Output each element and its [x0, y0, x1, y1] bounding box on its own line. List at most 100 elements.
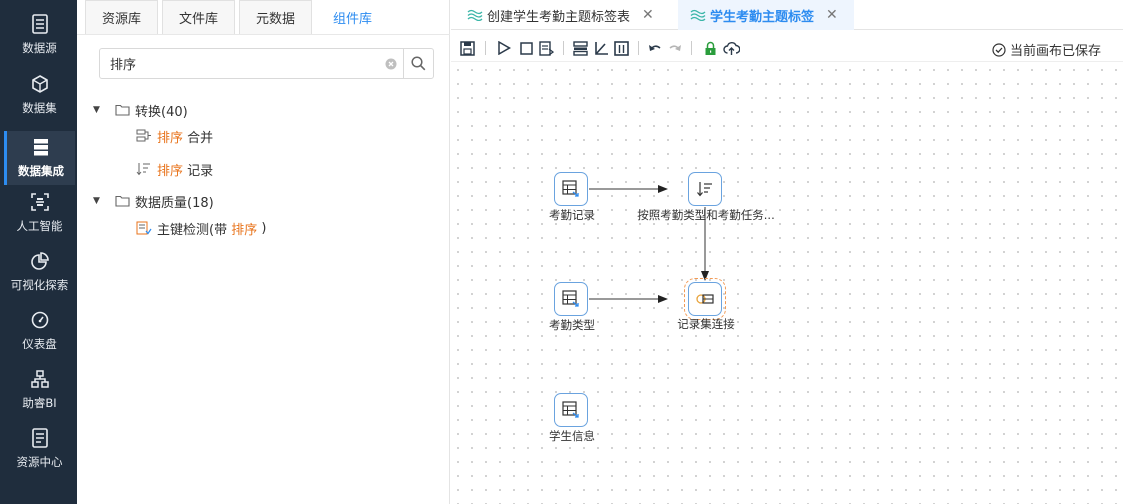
lock-button[interactable]	[701, 39, 719, 57]
nav-item-label: 助睿BI	[22, 396, 57, 410]
nav-item-label: 数据集	[22, 101, 57, 115]
pie-chart-icon	[30, 251, 50, 271]
nav-item-label: 资源中心	[16, 455, 63, 469]
save-status: 当前画布已保存	[992, 40, 1101, 59]
flow-node-label: 按照考勤类型和考勤任务...	[637, 208, 775, 222]
tree-item-label: 记录	[183, 163, 214, 179]
tab-label: 学生考勤主题标签	[710, 9, 815, 25]
search-highlight: 排序	[157, 130, 184, 146]
canvas-toolbar: 当前画布已保存	[451, 34, 1123, 62]
stop-icon	[519, 41, 533, 55]
tab-create-attendance-tag-table[interactable]: 创建学生考勤主题标签表 ✕	[455, 0, 666, 30]
nav-item-data-integration[interactable]: 数据集成	[4, 131, 75, 185]
tab-resource-library[interactable]: 资源库	[85, 0, 159, 34]
toolbar-separator	[691, 41, 692, 55]
flow-node-sort-records[interactable]	[688, 172, 722, 206]
grid-frame-icon	[613, 40, 629, 56]
dataset-cube-icon	[30, 74, 50, 94]
flow-node-student-info[interactable]	[554, 393, 588, 427]
flow-edges	[589, 185, 709, 303]
save-button[interactable]	[458, 39, 476, 57]
nav-item-data-source[interactable]: 数据源	[4, 8, 75, 63]
tab-metadata[interactable]: 元数据	[239, 0, 313, 34]
canvas-tabs: 创建学生考勤主题标签表 ✕ 学生考勤主题标签 ✕	[451, 0, 1123, 30]
flow-node-label: 学生信息	[549, 429, 595, 443]
close-icon[interactable]: ✕	[826, 7, 838, 23]
flow-node-attendance-types[interactable]	[554, 282, 588, 316]
clear-search-icon[interactable]	[379, 49, 403, 78]
cloud-upload-icon	[722, 41, 740, 55]
left-navigation: 数据源 数据集 数据集成 人工智能 可视化探索 仪表盘 助睿BI	[0, 0, 77, 504]
nav-item-dashboard[interactable]: 仪表盘	[4, 304, 75, 359]
toolbar-separator	[485, 41, 486, 55]
redo-button[interactable]	[666, 39, 684, 57]
flow-node-recordset-join[interactable]	[684, 278, 726, 320]
tab-label: 创建学生考勤主题标签表	[487, 9, 631, 25]
angle-layout-button[interactable]	[592, 39, 610, 57]
flow-canvas[interactable]: 考勤记录 按照考勤类型和考勤任务... 考勤类型 记录集连接 学生信息	[451, 63, 1123, 504]
caret-down-icon: ▼	[93, 105, 100, 115]
tree-item-label: 合并	[183, 130, 214, 146]
component-search	[99, 48, 434, 79]
redo-icon	[669, 44, 681, 51]
data-integration-icon	[31, 137, 51, 157]
search-highlight: 排序	[157, 163, 184, 179]
tab-file-library[interactable]: 文件库	[162, 0, 236, 34]
stop-button[interactable]	[517, 39, 535, 57]
nav-item-resource-center[interactable]: 资源中心	[4, 422, 75, 477]
undo-icon	[648, 44, 660, 51]
align-rows-icon	[572, 40, 588, 56]
nav-item-visual-explore[interactable]: 可视化探索	[4, 245, 75, 300]
sort-merge-icon	[136, 129, 151, 142]
tree-item-primary-key-check[interactable]: 主键检测(带 排序 )	[136, 217, 266, 239]
run-button[interactable]	[495, 39, 513, 57]
tree-group-data-quality[interactable]: ▼ 数据质量(18)	[93, 190, 214, 212]
tree-item-label-suffix: )	[257, 220, 267, 236]
folder-icon	[115, 104, 130, 116]
angle-icon	[594, 41, 608, 55]
nav-item-zhurui-bi[interactable]: 助睿BI	[4, 363, 75, 418]
ai-scan-icon	[30, 192, 50, 212]
fit-canvas-button[interactable]	[612, 39, 630, 57]
flow-node-label: 考勤记录	[549, 208, 595, 222]
data-source-icon	[30, 14, 50, 34]
caret-down-icon: ▼	[93, 196, 100, 206]
lock-icon	[705, 41, 715, 55]
close-icon[interactable]: ✕	[642, 7, 654, 23]
undo-button[interactable]	[645, 39, 663, 57]
tabs-divider	[77, 34, 450, 35]
table-input-icon	[562, 290, 579, 307]
org-chart-icon	[30, 369, 50, 389]
align-button[interactable]	[571, 39, 589, 57]
search-button[interactable]	[403, 49, 433, 78]
tab-student-attendance-tag[interactable]: 学生考勤主题标签 ✕	[678, 0, 854, 30]
sort-icon	[136, 163, 150, 176]
join-icon	[696, 294, 714, 304]
table-input-icon	[562, 401, 579, 418]
flow-node-attendance-records[interactable]	[554, 172, 588, 206]
publish-button[interactable]	[722, 39, 740, 57]
component-panel: 资源库 文件库 元数据 组件库 ▼ 转换(40) 排序 合并 排序 记录 ▼ 数…	[77, 0, 450, 504]
gauge-icon	[30, 310, 50, 330]
panel-tabs: 资源库 文件库 元数据 组件库	[85, 0, 393, 34]
flow-node-label: 记录集连接	[677, 317, 735, 331]
resource-icon	[30, 428, 50, 448]
nav-item-ai[interactable]: 人工智能	[4, 186, 75, 241]
search-input[interactable]	[100, 49, 379, 78]
flow-wave-icon	[690, 9, 706, 21]
run-log-button[interactable]	[537, 39, 555, 57]
table-input-icon	[562, 180, 579, 197]
tree-group-transform[interactable]: ▼ 转换(40)	[93, 99, 188, 121]
tree-item-sort-records[interactable]: 排序 记录	[136, 158, 213, 180]
tree-item-sort-merge[interactable]: 排序 合并	[136, 125, 213, 147]
flow-wave-icon	[467, 9, 483, 21]
toolbar-separator	[638, 41, 639, 55]
nav-item-dataset[interactable]: 数据集	[4, 68, 75, 123]
flow-node-label: 考勤类型	[549, 318, 595, 332]
nav-item-label: 人工智能	[16, 219, 63, 233]
save-icon	[459, 40, 475, 56]
tab-component-library[interactable]: 组件库	[316, 0, 390, 34]
search-highlight: 排序	[231, 222, 258, 238]
log-icon	[538, 40, 554, 56]
toolbar-separator	[563, 41, 564, 55]
